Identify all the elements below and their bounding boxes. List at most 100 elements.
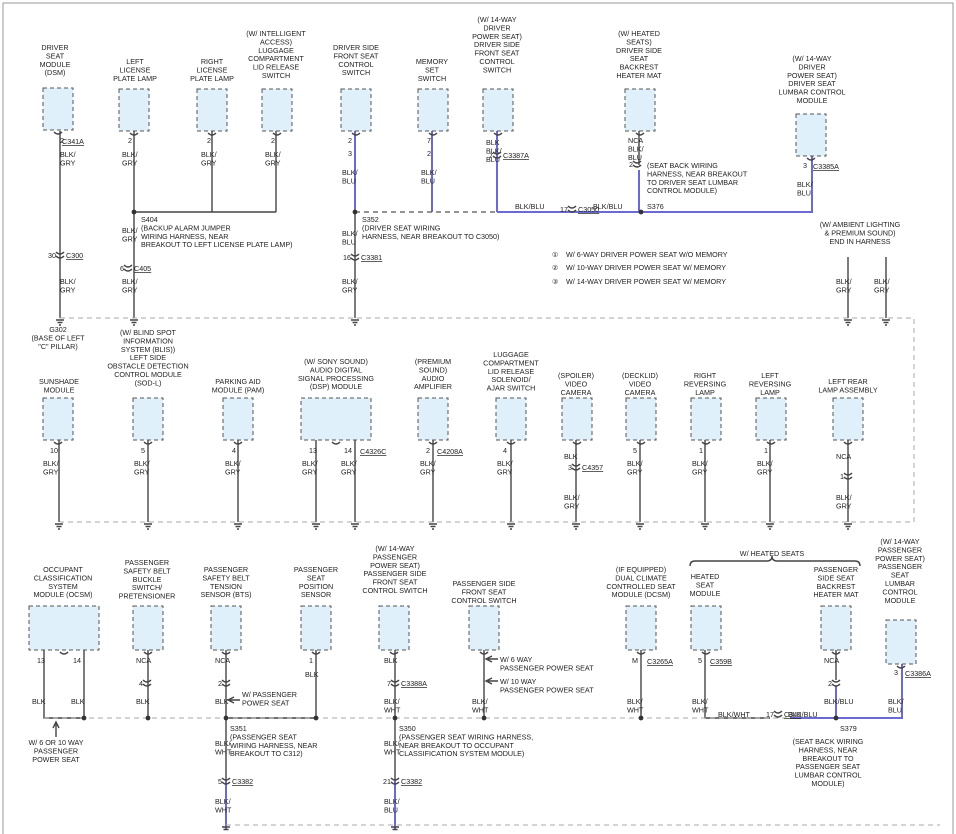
note-text-line: W/ PASSENGER [242, 690, 297, 699]
component-label-line: SYSTEM (BLIS)) [121, 345, 175, 354]
connector-id: C359B [710, 657, 732, 666]
connector-symbol [123, 264, 133, 272]
component-label-line: LICENSE [197, 65, 228, 74]
wire-color-label-line: BLK [486, 138, 500, 147]
component-box [300, 397, 372, 441]
connector-id: C3382 [401, 777, 422, 786]
splice-label-line: WIRING HARNESS, NEAR [141, 232, 228, 241]
note-text: W/ HEATED SEATS [740, 549, 805, 558]
component-label-line: FRONT SEAT [475, 49, 520, 58]
component-label-line: SEATS) [626, 37, 651, 46]
terminal-mark [53, 131, 63, 135]
note-text-line: HARNESS, NEAR [799, 745, 858, 754]
pin-number: 3 [348, 149, 352, 158]
wire-color-label-line: GRY [201, 158, 217, 167]
note-text-line: (SEAT BACK WIRING [793, 737, 864, 746]
wire-color-label: BLK/GRY [420, 459, 436, 476]
wire-color-label-line: BLK/ [836, 277, 852, 286]
terminal-mark [506, 441, 516, 445]
wire-color-label-line: BLU [797, 188, 811, 197]
arrow-icon [484, 677, 498, 685]
component-label-line: DRIVER SIDE [474, 40, 520, 49]
wire-color-label: BLK/GRY [342, 277, 358, 294]
wires [43, 131, 940, 830]
splice-label: S379 [840, 724, 857, 733]
terminal-mark [311, 651, 321, 655]
wire-color-label-line: GRY [564, 501, 580, 510]
component-label-line: (SPOILER) [558, 371, 594, 380]
note-text: G302(BASE OF LEFT"C" PILLAR) [31, 325, 85, 351]
component-label-line: COMPARTMENT [248, 54, 304, 63]
cavity-number: 7 [387, 679, 391, 688]
splice-label-line: NEAR BREAKOUT TO OCCUPANT [399, 741, 514, 750]
note-text-line: (BASE OF LEFT [31, 333, 85, 342]
wire-color-label-line: BLK/ [342, 277, 358, 286]
terminal-mark [636, 441, 646, 445]
component-label-line: SEAT [630, 54, 649, 63]
connector-symbol [831, 679, 841, 687]
terminal-mark [389, 651, 399, 655]
terminal-mark [701, 651, 711, 655]
pin-number: 1 [764, 446, 768, 455]
ground-icon [55, 523, 63, 530]
ground-icon [130, 319, 138, 326]
wire-color-label: BLK/GRY [341, 459, 357, 476]
component-label-line: AUDIO DIGITAL [310, 365, 362, 374]
wire-color-label: BLK/GRY [692, 459, 708, 476]
note-text-line: PASSENGER POWER SEAT [500, 663, 594, 672]
component-label-line: DRIVER SIDE [333, 43, 379, 52]
component-label-line: BUCKLE [133, 575, 162, 584]
wire-color-label: BLK/GRY [60, 277, 76, 294]
wire-color-label-line: GRY [60, 158, 76, 167]
terminal-mark [428, 441, 438, 445]
arrow-icon [226, 696, 240, 704]
ground-symbols [52, 209, 890, 831]
wire-color-label-line: BLK/ [874, 277, 890, 286]
terminal-mark [428, 132, 438, 136]
splice-label-line: BREAKOUT TO C312) [230, 749, 303, 758]
terminal-mark [701, 441, 711, 445]
wire-color-label-line: GRY [341, 467, 357, 476]
terminal-mark [207, 132, 217, 136]
component-label-line: SET [425, 65, 440, 74]
ground-icon [636, 523, 644, 530]
component-label-line: LEFT REAR [828, 377, 867, 386]
splice-label-line: BLK/WHT [718, 710, 751, 719]
connector-symbol [843, 472, 853, 480]
wire-color-label: BLK/BLU [797, 180, 813, 197]
pin-number: 2 [271, 136, 275, 145]
note-text-line: W/ 14-WAY DRIVER POWER SEAT W/ MEMORY [566, 277, 726, 286]
component-label-line: LEFT SIDE [130, 353, 166, 362]
connector-id: C4326C [360, 447, 386, 456]
wire-color-label-line: BLU [342, 176, 356, 185]
component-box [340, 88, 372, 132]
connector-symbol [567, 205, 577, 213]
terminal-mark [129, 132, 139, 136]
wire-color-label: BLK/GRY [43, 459, 59, 476]
component-label-line: PLATE LAMP [190, 74, 234, 83]
connector-symbol [55, 251, 65, 259]
wire-color-label-line: BLK/ [627, 459, 643, 468]
connector-id: C3265A [647, 657, 673, 666]
note-text-line: W/ HEATED SEATS [740, 549, 805, 558]
wire-color-label: BLK/GRY [201, 150, 217, 167]
